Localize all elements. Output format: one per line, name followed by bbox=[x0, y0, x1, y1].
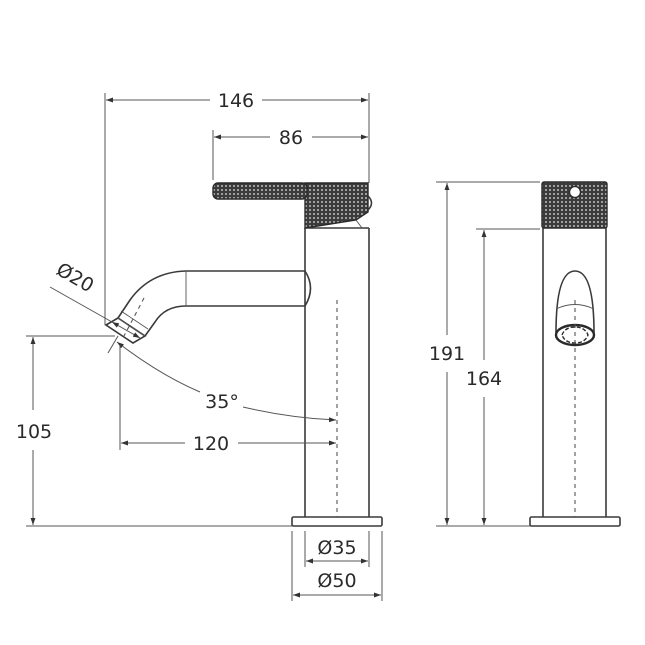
overall-reach-label: 146 bbox=[218, 90, 254, 112]
dimension-body-diameter: Ø35 bbox=[304, 531, 370, 567]
handle-cap bbox=[304, 182, 369, 229]
overall-height-label: 191 bbox=[429, 343, 465, 365]
dimension-handle-length: 86 bbox=[212, 127, 368, 180]
dimension-base-diameter: Ø50 bbox=[291, 531, 383, 601]
dimension-overall-reach: 146 bbox=[104, 90, 370, 325]
base-plate bbox=[291, 516, 383, 527]
body-diameter-label: Ø35 bbox=[317, 537, 356, 559]
dimension-overall-height: 191 bbox=[429, 181, 540, 527]
front-base-plate bbox=[529, 516, 621, 527]
outlet-height-label: 105 bbox=[16, 421, 52, 443]
front-view: 191 164 bbox=[429, 181, 621, 527]
spout bbox=[104, 270, 312, 344]
side-view: 146 86 Ø20 105 35° bbox=[16, 90, 383, 601]
handle-lever bbox=[212, 182, 308, 200]
dimension-outlet-height: 105 bbox=[16, 335, 292, 527]
spout-reach-label: 120 bbox=[193, 433, 229, 455]
body-height-label: 164 bbox=[466, 368, 502, 390]
dimension-spout-reach: 120 bbox=[119, 345, 336, 455]
handle-length-label: 86 bbox=[279, 127, 303, 149]
handle-indicator-hole bbox=[568, 185, 582, 199]
dimension-spout-angle: 35° bbox=[107, 335, 337, 423]
dimension-body-height: 164 bbox=[466, 228, 540, 525]
dimension-outlet-diameter: Ø20 bbox=[49, 258, 141, 339]
spout-angle-label: 35° bbox=[205, 391, 239, 413]
front-handle-cap bbox=[541, 181, 608, 229]
base-diameter-label: Ø50 bbox=[317, 570, 356, 592]
outlet-diameter-label: Ø20 bbox=[53, 258, 98, 297]
